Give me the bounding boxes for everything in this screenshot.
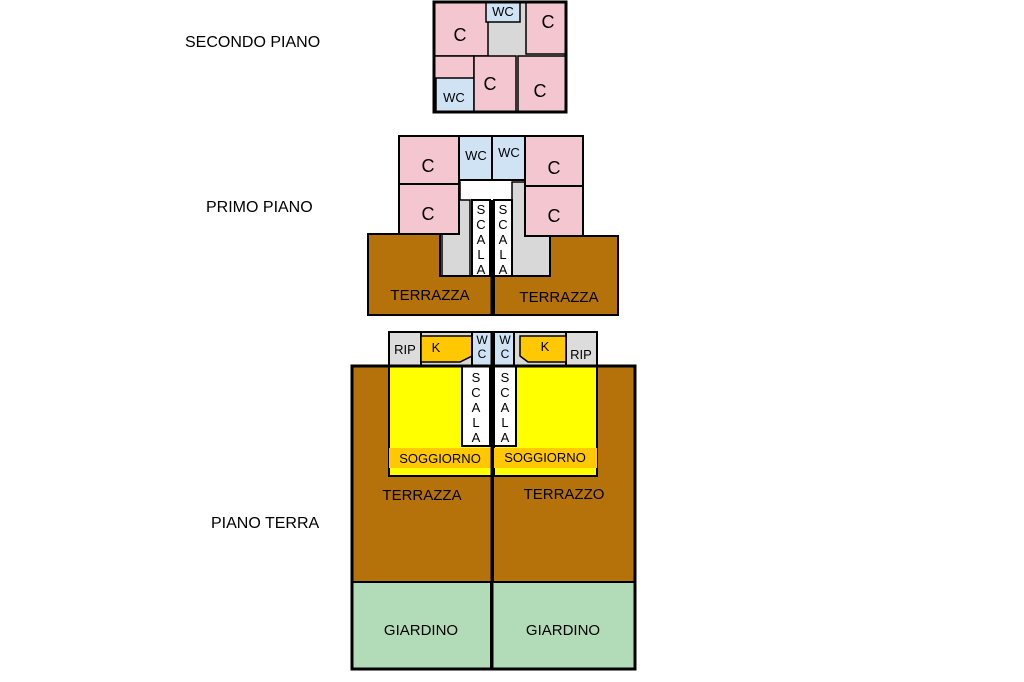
stair-terra-left bbox=[461, 365, 491, 447]
room-c-label: C bbox=[484, 74, 497, 94]
room-c-label: C bbox=[422, 156, 435, 176]
room-k-terra-right bbox=[519, 335, 567, 363]
room-k-label: K bbox=[541, 339, 550, 354]
room-c-label: C bbox=[422, 204, 435, 224]
room-c-secondo-1 bbox=[433, 1, 489, 57]
terrace-label: TERRAZZA bbox=[382, 487, 461, 504]
terrace-label: TERRAZZA bbox=[519, 289, 598, 306]
garden-label: GIARDINO bbox=[384, 622, 458, 639]
soggiorno-band-left bbox=[389, 448, 492, 468]
room-rip-label: RIP bbox=[394, 342, 416, 357]
room-wc-label: WC bbox=[443, 90, 465, 105]
room-c-label: C bbox=[454, 25, 467, 45]
room-wc-label: WC bbox=[498, 145, 520, 160]
room-c-label: C bbox=[548, 206, 561, 226]
room-c-label: C bbox=[548, 158, 561, 178]
secondo-piano-plan: C WC C WC C C bbox=[432, 0, 568, 114]
room-k-label: K bbox=[432, 340, 441, 355]
room-wc-label: WC bbox=[465, 148, 487, 163]
floor-label-secondo-piano: SECONDO PIANO bbox=[185, 34, 320, 51]
piano-terra-border bbox=[350, 364, 637, 671]
terrace-label: TERRAZZA bbox=[390, 287, 469, 304]
soggiorno-label: SOGGIORNO bbox=[504, 450, 586, 465]
secondo-piano-border bbox=[432, 0, 568, 114]
room-c-label: C bbox=[534, 81, 547, 101]
terrace-label: TERRAZZO bbox=[524, 486, 605, 503]
soggiorno-label: SOGGIORNO bbox=[399, 451, 481, 466]
room-c-primo-tr bbox=[524, 135, 584, 187]
room-wc-primo-right bbox=[491, 135, 526, 181]
floor-label-piano-terra: PIANO TERRA bbox=[211, 515, 320, 532]
room-rip-label: RIP bbox=[570, 347, 592, 362]
room-k-terra-left bbox=[420, 335, 473, 363]
room-wc-primo-left bbox=[458, 135, 493, 181]
garden-label: GIARDINO bbox=[526, 622, 600, 639]
floor-label-primo-piano: PRIMO PIANO bbox=[206, 199, 313, 216]
room-c-primo-tl bbox=[398, 135, 460, 185]
room-wc-label: WC bbox=[492, 4, 514, 19]
room-c-label: C bbox=[542, 12, 555, 32]
soggiorno-band-right bbox=[494, 448, 597, 468]
room-c-primo-br bbox=[524, 185, 584, 237]
terrace-primo-right bbox=[493, 235, 619, 316]
room-c-primo-bl bbox=[398, 183, 460, 235]
room-c-secondo-2 bbox=[525, 1, 567, 55]
